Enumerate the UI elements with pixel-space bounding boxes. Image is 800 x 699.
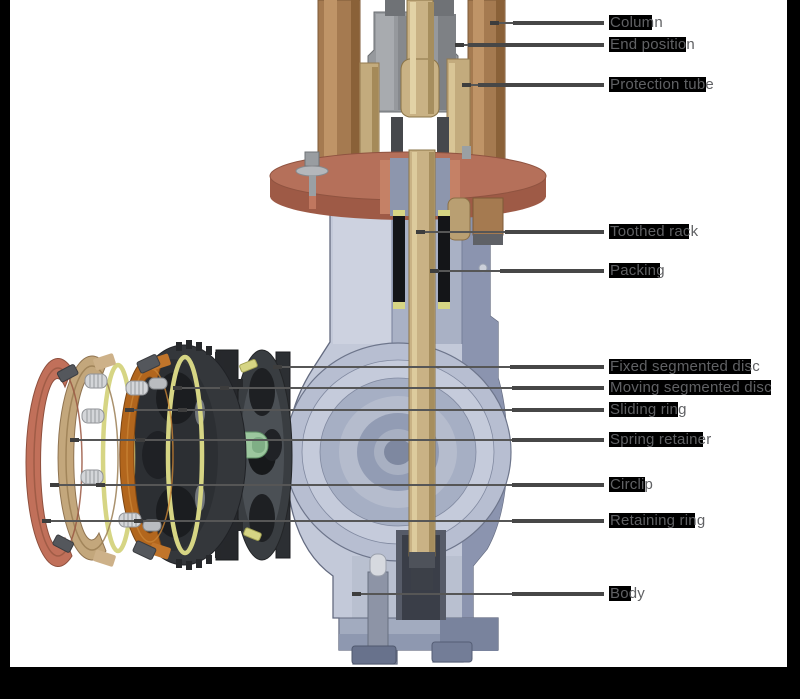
leader-line-thick bbox=[505, 230, 604, 234]
leader-line-thin bbox=[430, 270, 500, 272]
part-label-protection-tube: Protection tube bbox=[609, 75, 714, 94]
label-highlight-box bbox=[609, 431, 704, 447]
label-highlight-box bbox=[609, 401, 678, 417]
label-text: Toothed rack bbox=[610, 222, 699, 240]
packing-stack bbox=[393, 210, 450, 309]
part-label-circlip: Circlip bbox=[609, 475, 654, 494]
leader-line-thick bbox=[512, 386, 604, 390]
part-label-moving-segmented-disc: Moving segmented disc bbox=[609, 378, 772, 397]
leader-line-thick bbox=[512, 592, 604, 596]
leader-line-thick bbox=[468, 43, 604, 47]
leader-line-thick bbox=[513, 21, 604, 25]
leader-tick bbox=[125, 408, 134, 412]
leader-tick bbox=[220, 386, 229, 390]
roller-pin bbox=[148, 377, 168, 390]
label-text: Body bbox=[610, 584, 645, 602]
label-highlight-box bbox=[609, 585, 632, 601]
leader-line-thick bbox=[512, 438, 604, 442]
label-highlight-box bbox=[609, 262, 660, 278]
label-text: Protection tube bbox=[610, 75, 714, 93]
leader-tick bbox=[50, 483, 59, 487]
leader-tick bbox=[455, 43, 464, 47]
leader-tick bbox=[42, 519, 51, 523]
leader-line-thin bbox=[490, 22, 513, 24]
leader-tick bbox=[136, 438, 145, 442]
part-label-fixed-segmented-disc: Fixed segmented disc bbox=[609, 357, 760, 376]
bottom-bolt-right bbox=[431, 641, 473, 663]
leader-line-thick bbox=[512, 408, 604, 412]
label-highlight-box bbox=[609, 476, 645, 492]
gear-teeth bbox=[176, 340, 243, 570]
leader-tick bbox=[96, 483, 105, 487]
leader-line-thin bbox=[352, 593, 512, 595]
column-left bbox=[317, 0, 361, 171]
leader-line-thin bbox=[273, 366, 510, 368]
leader-tick bbox=[173, 386, 182, 390]
retaining-ring-salmon bbox=[25, 358, 83, 567]
part-label-retaining-ring: Retaining ring bbox=[609, 511, 706, 530]
label-text: Spring retainer bbox=[610, 430, 712, 448]
leader-line-thin bbox=[173, 387, 512, 389]
label-text: End position bbox=[610, 35, 695, 53]
part-label-sliding-ring: Sliding ring bbox=[609, 400, 687, 419]
label-text: Moving segmented disc bbox=[610, 378, 772, 396]
part-label-end-position: End position bbox=[609, 35, 695, 54]
leader-tick bbox=[273, 365, 282, 369]
shaft-main bbox=[408, 149, 436, 590]
label-highlight-box bbox=[609, 358, 752, 374]
leader-tick bbox=[430, 269, 439, 273]
label-text: Fixed segmented disc bbox=[610, 357, 760, 375]
chamber-rings bbox=[284, 342, 512, 562]
label-highlight-box bbox=[609, 512, 695, 528]
part-label-column: Column bbox=[609, 13, 663, 32]
leader-line-thin bbox=[125, 409, 512, 411]
sliding-ring-tan bbox=[57, 353, 119, 567]
frame-bar-bottom bbox=[0, 667, 800, 699]
label-highlight-box bbox=[609, 76, 706, 92]
part-label-packing: Packing bbox=[609, 261, 665, 280]
label-text: Column bbox=[610, 13, 663, 31]
label-highlight-box bbox=[609, 223, 690, 239]
label-text: Packing bbox=[610, 261, 665, 279]
part-label-body: Body bbox=[609, 584, 645, 603]
below-flange-stubs bbox=[447, 197, 504, 245]
label-highlight-box bbox=[609, 36, 687, 52]
leader-tick bbox=[178, 408, 187, 412]
flange-nub bbox=[462, 146, 471, 159]
frame-bar-right bbox=[787, 0, 800, 699]
leader-line-thick bbox=[500, 269, 604, 273]
leader-tick bbox=[70, 438, 79, 442]
leader-tick bbox=[134, 519, 143, 523]
dowel-pin bbox=[367, 553, 389, 647]
label-text: Sliding ring bbox=[610, 400, 687, 418]
springs bbox=[80, 373, 168, 532]
leader-line-thick bbox=[478, 83, 604, 87]
clip-segments bbox=[52, 354, 161, 560]
leader-line-thin bbox=[42, 520, 512, 522]
valve-body bbox=[284, 203, 512, 665]
bottom-bolt-left bbox=[351, 645, 397, 665]
part-label-spring-retainer: Spring retainer bbox=[609, 430, 712, 449]
flange-bolt bbox=[295, 151, 329, 209]
leader-tick bbox=[416, 230, 425, 234]
label-text: Retaining ring bbox=[610, 511, 706, 529]
label-highlight-box bbox=[609, 14, 653, 30]
leader-line-thick bbox=[512, 519, 604, 523]
leader-tick bbox=[490, 21, 499, 25]
leader-line-thin bbox=[416, 231, 505, 233]
label-highlight-box bbox=[609, 379, 771, 395]
leader-tick bbox=[462, 83, 471, 87]
part-label-toothed-rack: Toothed rack bbox=[609, 222, 699, 241]
leader-line-thin bbox=[50, 484, 512, 486]
label-text: Circlip bbox=[610, 475, 654, 493]
leader-tick bbox=[352, 592, 361, 596]
leader-line-thick bbox=[510, 365, 604, 369]
frame-bar-left bbox=[0, 0, 10, 699]
leader-line-thin bbox=[70, 439, 512, 441]
leader-line-thick bbox=[512, 483, 604, 487]
